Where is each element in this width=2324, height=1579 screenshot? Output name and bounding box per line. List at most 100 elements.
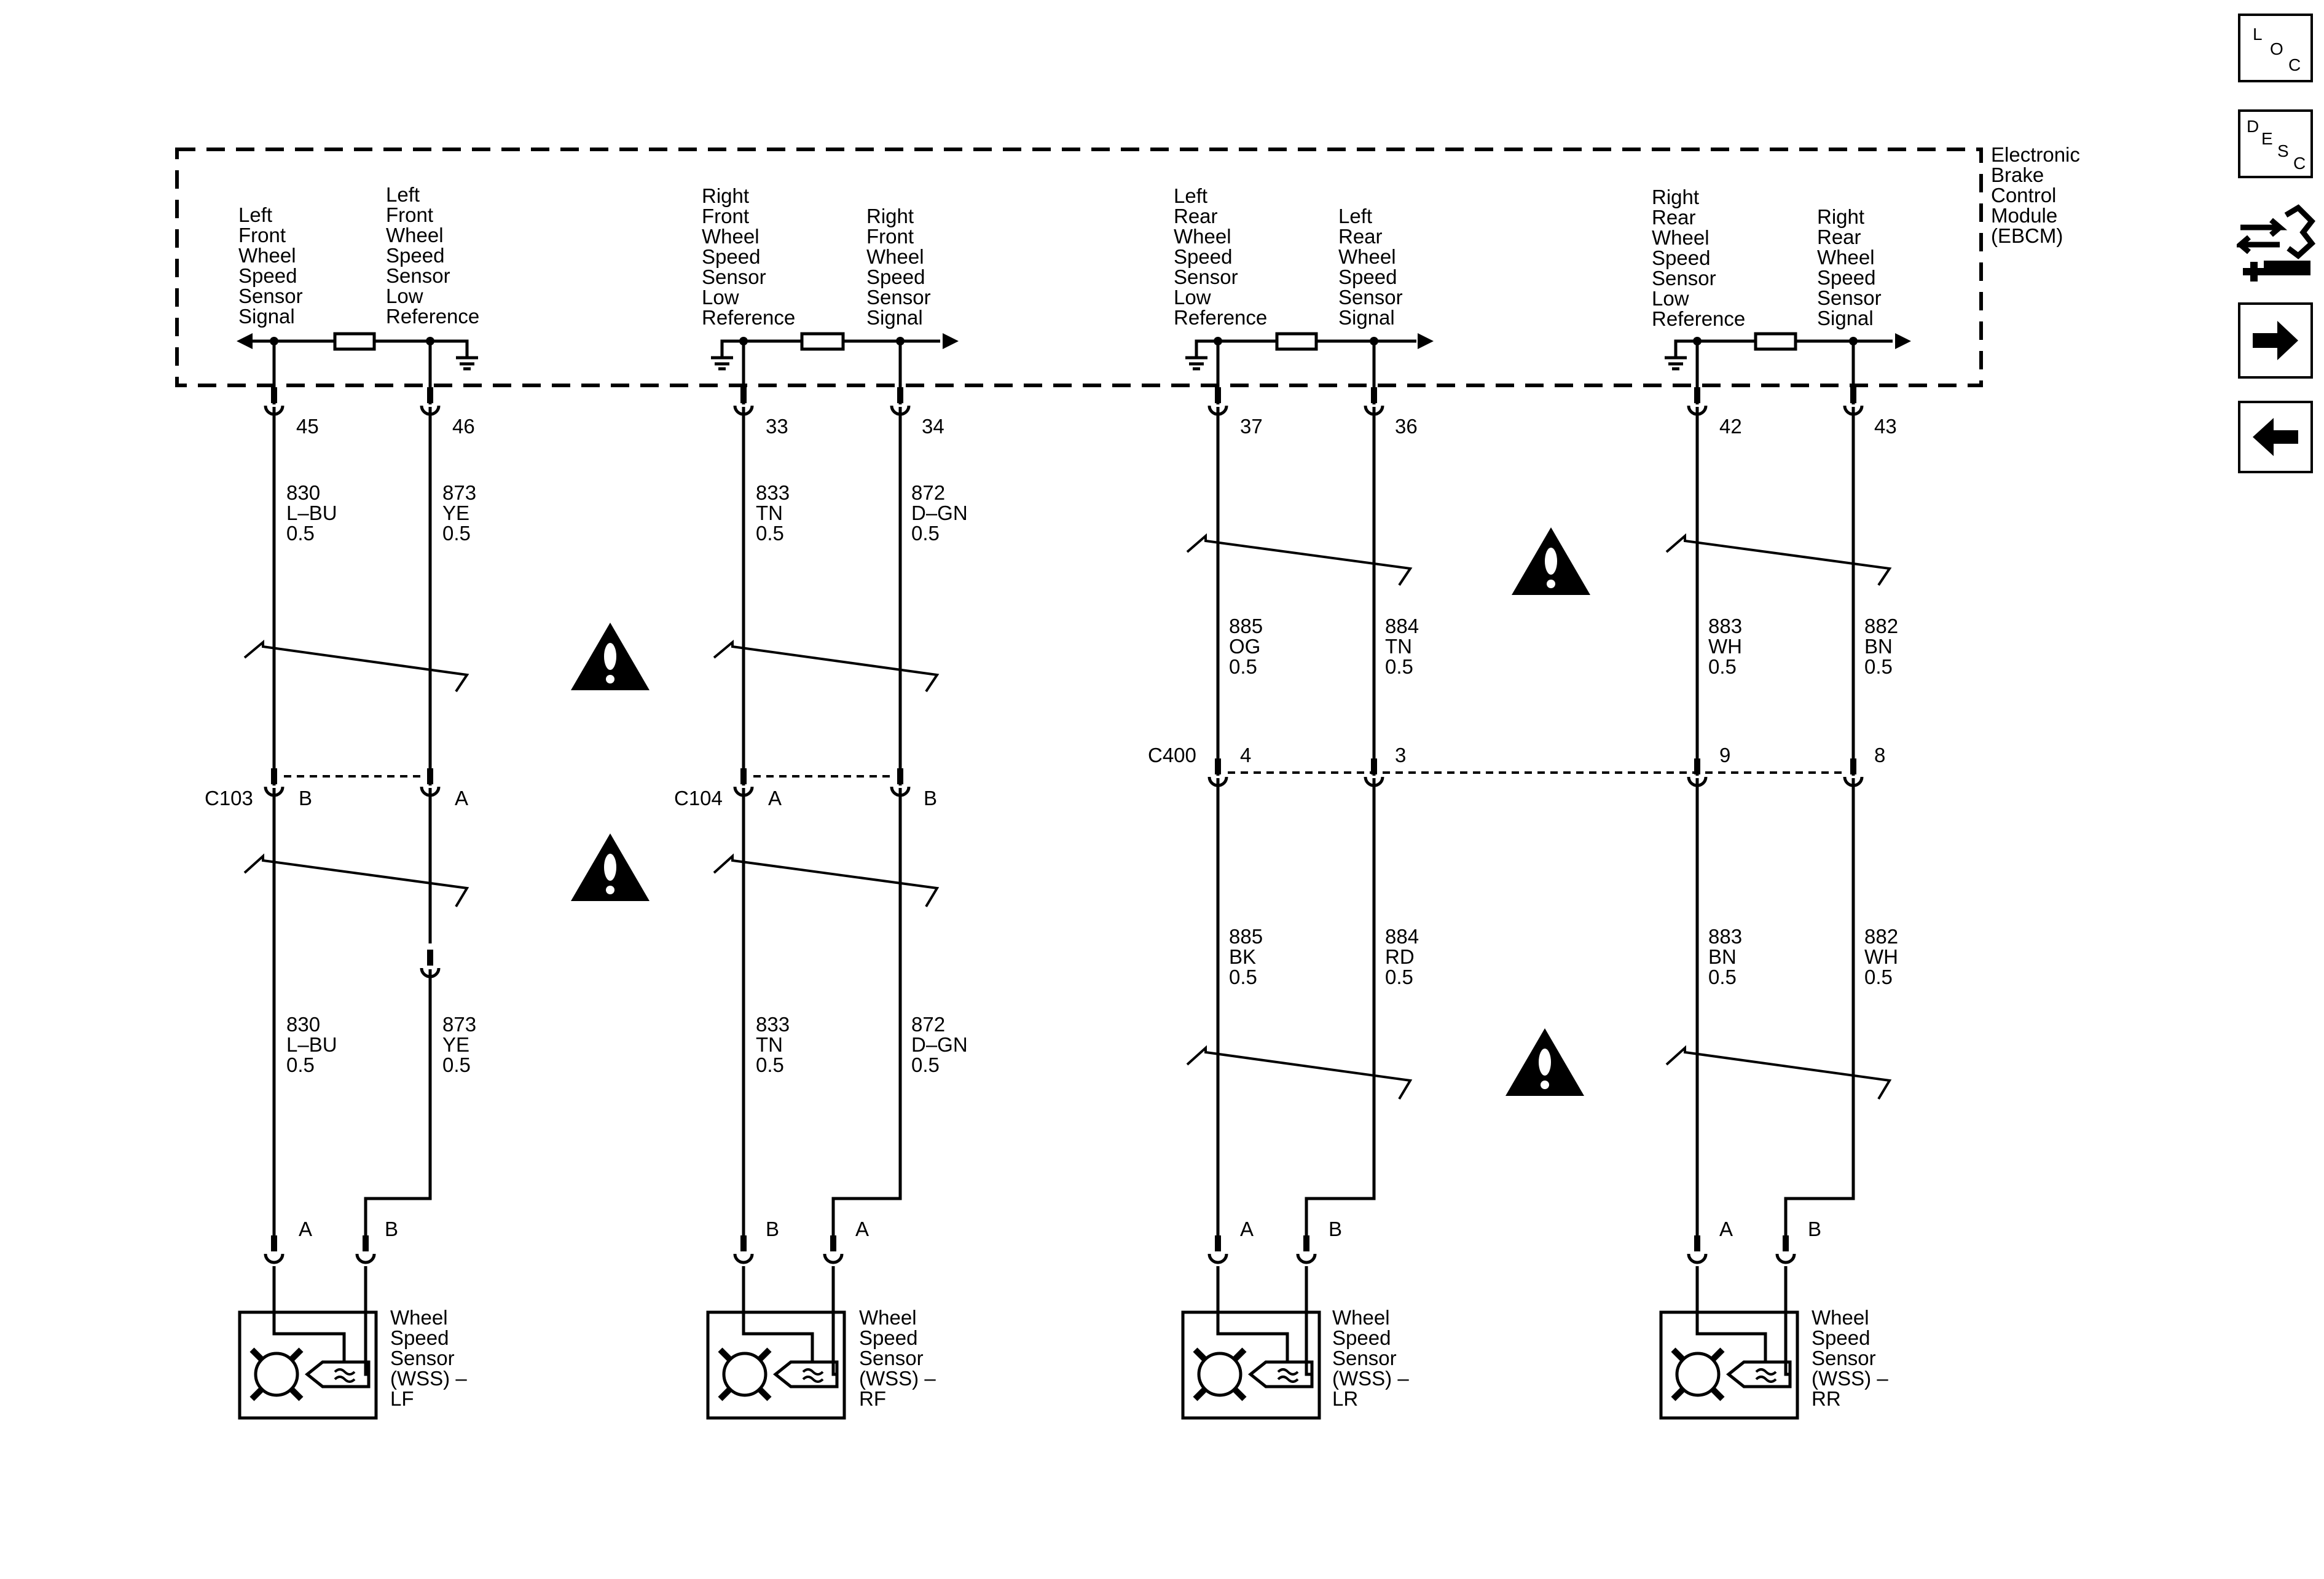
caution-icon [1512, 527, 1590, 595]
connector-id-c104: C104 [674, 787, 723, 809]
pin-number: 33 [766, 415, 788, 438]
inline-connector [733, 768, 754, 797]
loc-letter: O [2270, 39, 2283, 58]
module-name: Electronic Brake Control Module (EBCM) [1991, 143, 2086, 247]
desc-letter: S [2277, 141, 2289, 160]
ebcm-boundary [175, 148, 1983, 387]
terminal-label-lr-low-ref: Left Rear Wheel Speed Sensor Low Referen… [1174, 184, 1267, 329]
inline-connector [264, 768, 285, 797]
terminal-label-rr-signal: Right Rear Wheel Speed Sensor Signal [1817, 205, 1887, 329]
connector-pin: B [385, 1218, 398, 1240]
arrow-left-icon [2253, 418, 2298, 456]
sensor-connector [355, 1235, 376, 1264]
connector-pin: A [1719, 1218, 1733, 1240]
resistor-lr [1275, 332, 1318, 351]
inline-connector-links [284, 771, 1843, 778]
resistor-rr [1754, 332, 1797, 351]
caution-icon [571, 623, 650, 690]
signal-arrow-lf [237, 333, 253, 349]
resistor-lf [333, 332, 376, 351]
connector-pin: B [1808, 1218, 1821, 1240]
inline-connector [1364, 758, 1384, 787]
arrow-right-icon [2253, 321, 2298, 360]
inline-connector [1843, 758, 1864, 787]
connector-pin: A [455, 787, 468, 809]
pin-number: 34 [922, 415, 944, 438]
inline-connector [1687, 758, 1708, 787]
wheel-speed-sensor [1181, 1266, 1321, 1420]
connector-id-c103: C103 [205, 787, 253, 809]
splice-connector [420, 950, 441, 979]
desc-letter: D [2247, 117, 2259, 136]
desc-letter: E [2261, 129, 2273, 148]
connector-symbols [264, 387, 1864, 1264]
connector-pin: A [1240, 1218, 1254, 1240]
inline-connector [1207, 758, 1228, 787]
ebcm-pin-numbers: 45 46 33 34 37 36 42 43 [296, 415, 1897, 438]
connector-id-c400: C400 [1148, 744, 1196, 766]
module-internal-circuits [237, 332, 1911, 371]
ebcm-connector [1364, 387, 1384, 416]
connector-pin: A [855, 1218, 869, 1240]
sensor-labels: Wheel Speed Sensor (WSS) – LF Wheel Spee… [390, 1306, 1894, 1410]
next-button[interactable] [2238, 302, 2313, 379]
terminal-label-lf-low-ref: Left Front Wheel Speed Sensor Low Refere… [386, 183, 479, 328]
resistor-rf [800, 332, 845, 351]
signal-arrow-rf [943, 333, 959, 349]
terminal-labels: Left Front Wheel Speed Sensor Signal Lef… [238, 183, 1887, 330]
wheel-speed-sensors [238, 1266, 1799, 1420]
loc-letter: C [2288, 55, 2301, 74]
caution-icon [1505, 1028, 1584, 1096]
loc-button[interactable]: L O C [2238, 14, 2313, 82]
connector-pin: A [768, 787, 782, 809]
sensor-label-lr: Wheel Speed Sensor (WSS) – LR [1332, 1306, 1415, 1410]
connector-button[interactable] [2232, 203, 2316, 283]
inline-connector [420, 768, 441, 797]
sensor-pin-labels: A B B A A B A B [299, 1218, 1821, 1240]
ebcm-connector [420, 387, 441, 416]
signal-arrow-rr [1895, 333, 1911, 349]
connector-pin: B [1329, 1218, 1342, 1240]
caution-icon [571, 833, 650, 901]
inline-connector-labels: C103 B A C104 A B C400 4 3 9 8 [205, 744, 1885, 809]
sensor-connector [823, 1235, 844, 1264]
connector-icon [2232, 204, 2316, 282]
sensor-label-rr: Wheel Speed Sensor (WSS) – RR [1812, 1306, 1894, 1410]
sensor-connector [1207, 1235, 1228, 1264]
pin-number: 43 [1874, 415, 1897, 438]
ebcm-connector [1687, 387, 1708, 416]
connector-pin: B [924, 787, 937, 809]
desc-button[interactable]: D E S C [2238, 109, 2313, 178]
pin-number: 42 [1719, 415, 1742, 438]
sensor-connector [264, 1235, 285, 1264]
ebcm-connector [264, 387, 285, 416]
pin-number: 45 [296, 415, 319, 438]
harness-break-marks [243, 533, 1892, 1100]
connector-pin: 4 [1240, 744, 1251, 766]
sensor-connector [733, 1235, 754, 1264]
connector-pin: A [299, 1218, 312, 1240]
terminal-label-rf-low-ref: Right Front Wheel Speed Sensor Low Refer… [702, 184, 795, 329]
connector-pin: B [766, 1218, 779, 1240]
previous-button[interactable] [2238, 401, 2313, 473]
sensor-connector [1775, 1235, 1796, 1264]
wheel-speed-sensor [706, 1266, 846, 1420]
sensor-connector [1687, 1235, 1708, 1264]
